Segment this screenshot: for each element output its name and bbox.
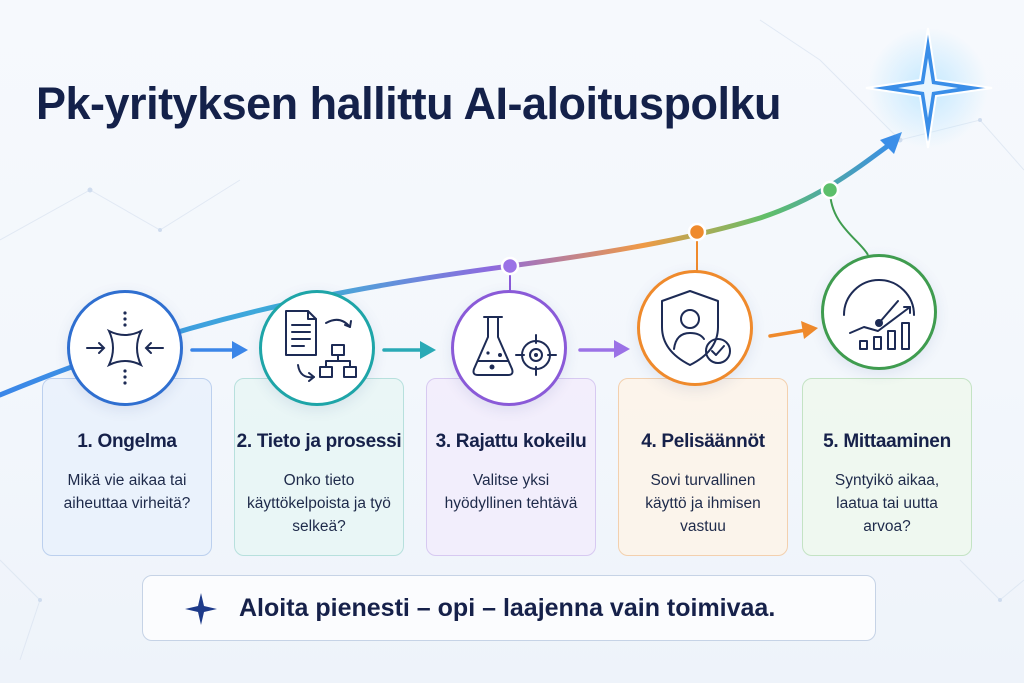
step-icon-circle-4 <box>637 270 753 386</box>
step-card-2: 2. Tieto ja prosessi Onko tieto käyttöke… <box>234 378 404 556</box>
flask-target-icon <box>472 316 557 376</box>
step-icon-circle-3 <box>451 290 567 406</box>
gauge-growth-chart-icon <box>843 279 915 350</box>
step-card-1: 1. Ongelma Mikä vie aikaa tai aiheuttaa … <box>42 378 212 556</box>
compress-arrows-icon <box>86 311 164 385</box>
step-description: Valitse yksi hyödyllinen tehtävä <box>444 472 578 512</box>
step-icon-circle-5 <box>821 254 937 370</box>
step-description: Onko tieto käyttökelpoista ja työ selkeä… <box>247 472 391 535</box>
step-card-4: 4. Pelisäännöt Sovi turvallinen käyttö j… <box>618 378 788 556</box>
step-description: Sovi turvallinen käyttö ja ihmisen vastu… <box>645 472 761 535</box>
step-heading: 4. Pelisäännöt <box>641 431 765 452</box>
four-point-star-icon <box>185 593 217 625</box>
slogan-text: Aloita pienesti – opi – laajenna vain to… <box>239 594 776 622</box>
step-arrows <box>190 321 818 359</box>
step-heading: 5. Mittaaminen <box>823 431 951 452</box>
step-heading: 1. Ongelma <box>77 431 177 452</box>
document-flowchart-icon <box>285 310 357 382</box>
path-node-orange <box>687 222 707 242</box>
path-node-green <box>820 180 840 200</box>
shield-person-check-icon <box>661 290 731 366</box>
growth-path <box>0 139 896 398</box>
step-heading: 3. Rajattu kokeilu <box>435 431 587 452</box>
path-node-purple <box>500 256 520 276</box>
page-title: Pk-yrityksen hallittu AI-aloituspolku <box>36 78 781 129</box>
step-description: Syntyikö aikaa, laatua tai uutta arvoa? <box>834 472 940 535</box>
step-card-5: 5. Mittaaminen Syntyikö aikaa, laatua ta… <box>802 378 972 556</box>
step-heading: 2. Tieto ja prosessi <box>236 431 402 452</box>
step-icon-circle-2 <box>259 290 375 406</box>
step-description: Mikä vie aikaa tai aiheuttaa virheitä? <box>63 472 191 512</box>
step-card-3: 3. Rajattu kokeilu Valitse yksi hyödylli… <box>426 378 596 556</box>
slogan-banner: Aloita pienesti – opi – laajenna vain to… <box>142 575 876 641</box>
step-icon-circle-1 <box>67 290 183 406</box>
